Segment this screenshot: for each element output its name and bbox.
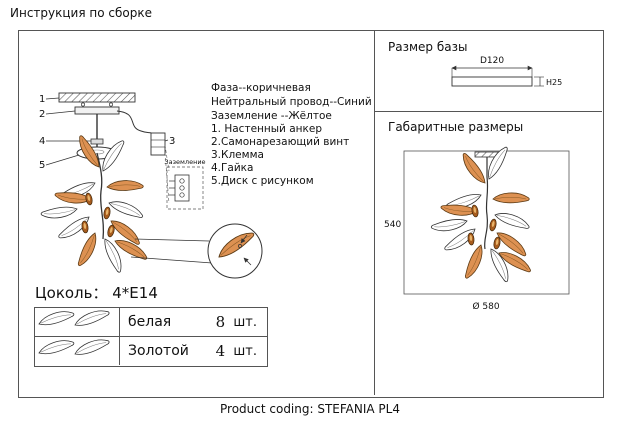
base-diameter-label: D120 <box>480 56 504 66</box>
bulbs <box>80 192 116 239</box>
page-title: Инструкция по сборке <box>10 6 152 20</box>
leaf-unit: шт. <box>233 343 257 359</box>
ground-label: Заземление <box>164 158 205 166</box>
white-leaf-icon <box>35 308 120 336</box>
part-item-1: 1. Настенный анкер <box>211 123 322 135</box>
bounding-box <box>403 150 570 295</box>
leaf-cluster <box>40 133 150 275</box>
overall-dims-drawing: 540 Ø 580 <box>384 144 570 312</box>
wiring-ground: Заземление --Жёлтое <box>211 110 332 122</box>
wire-and-terminal <box>116 110 166 156</box>
overall-dims-title: Габаритные размеры <box>388 120 524 134</box>
callout-2: 2 <box>39 109 45 120</box>
chandelier-drawing <box>430 144 534 285</box>
leaf-name: белая <box>128 314 172 330</box>
table-row-gold: Золотой 4 шт. <box>35 337 267 365</box>
leaf-unit: шт. <box>233 314 257 330</box>
part-item-2: 2.Самонарезающий винт <box>211 136 350 148</box>
callout-4: 4 <box>39 136 45 147</box>
assembly-diagram: 1 2 4 5 3 Заземление <box>39 92 263 279</box>
main-box: 1 2 4 5 3 Заземление <box>18 30 604 398</box>
table-row-white: белая 8 шт. <box>35 308 267 337</box>
ground-detail: Заземление <box>164 144 206 210</box>
terminal-block <box>150 132 166 156</box>
callout-3: 3 <box>169 136 175 147</box>
zoom-callout <box>130 223 263 279</box>
wiring-neutral: Нейтральный провод--Синий <box>211 96 372 108</box>
callout-5: 5 <box>39 160 45 171</box>
wiring-info: Фаза--коричневая Нейтральный провод--Син… <box>211 81 372 123</box>
base-size-title: Размер базы <box>388 40 468 54</box>
leaf-qty: 8 <box>215 313 226 331</box>
base-height-label: H25 <box>546 78 562 87</box>
nut <box>90 138 104 145</box>
callout-1: 1 <box>39 94 45 105</box>
part-item-3: 3.Клемма <box>211 149 264 161</box>
height-dim-label: 540 <box>384 220 401 230</box>
leaf-count-table: белая 8 шт. Золотой 4 шт. <box>34 307 268 367</box>
ceiling-anchor <box>58 92 136 115</box>
part-item-5: 5.Диск с рисунком <box>211 175 314 187</box>
base-size-panel: Размер базы D120 H25 <box>374 31 602 112</box>
product-coding: Product coding: STEFANIA PL4 <box>220 402 400 416</box>
gold-leaf-icon <box>35 337 120 365</box>
overall-dims-panel: Габаритные размеры 540 Ø 580 <box>374 111 602 395</box>
leaf-qty: 4 <box>215 342 226 360</box>
base-disc <box>451 76 533 87</box>
base-size-drawing: D120 H25 <box>451 56 562 87</box>
assembly-panel: 1 2 4 5 3 Заземление <box>19 31 375 395</box>
part-item-4: 4.Гайка <box>211 162 254 174</box>
diameter-dim-label: Ø 580 <box>472 301 499 312</box>
wiring-phase: Фаза--коричневая <box>211 82 311 94</box>
leaf-name: Золотой <box>128 343 189 359</box>
socket-label: Цоколь： 4*E14 <box>35 284 158 302</box>
parts-list: 1. Настенный анкер 2.Самонарезающий винт… <box>211 123 349 188</box>
